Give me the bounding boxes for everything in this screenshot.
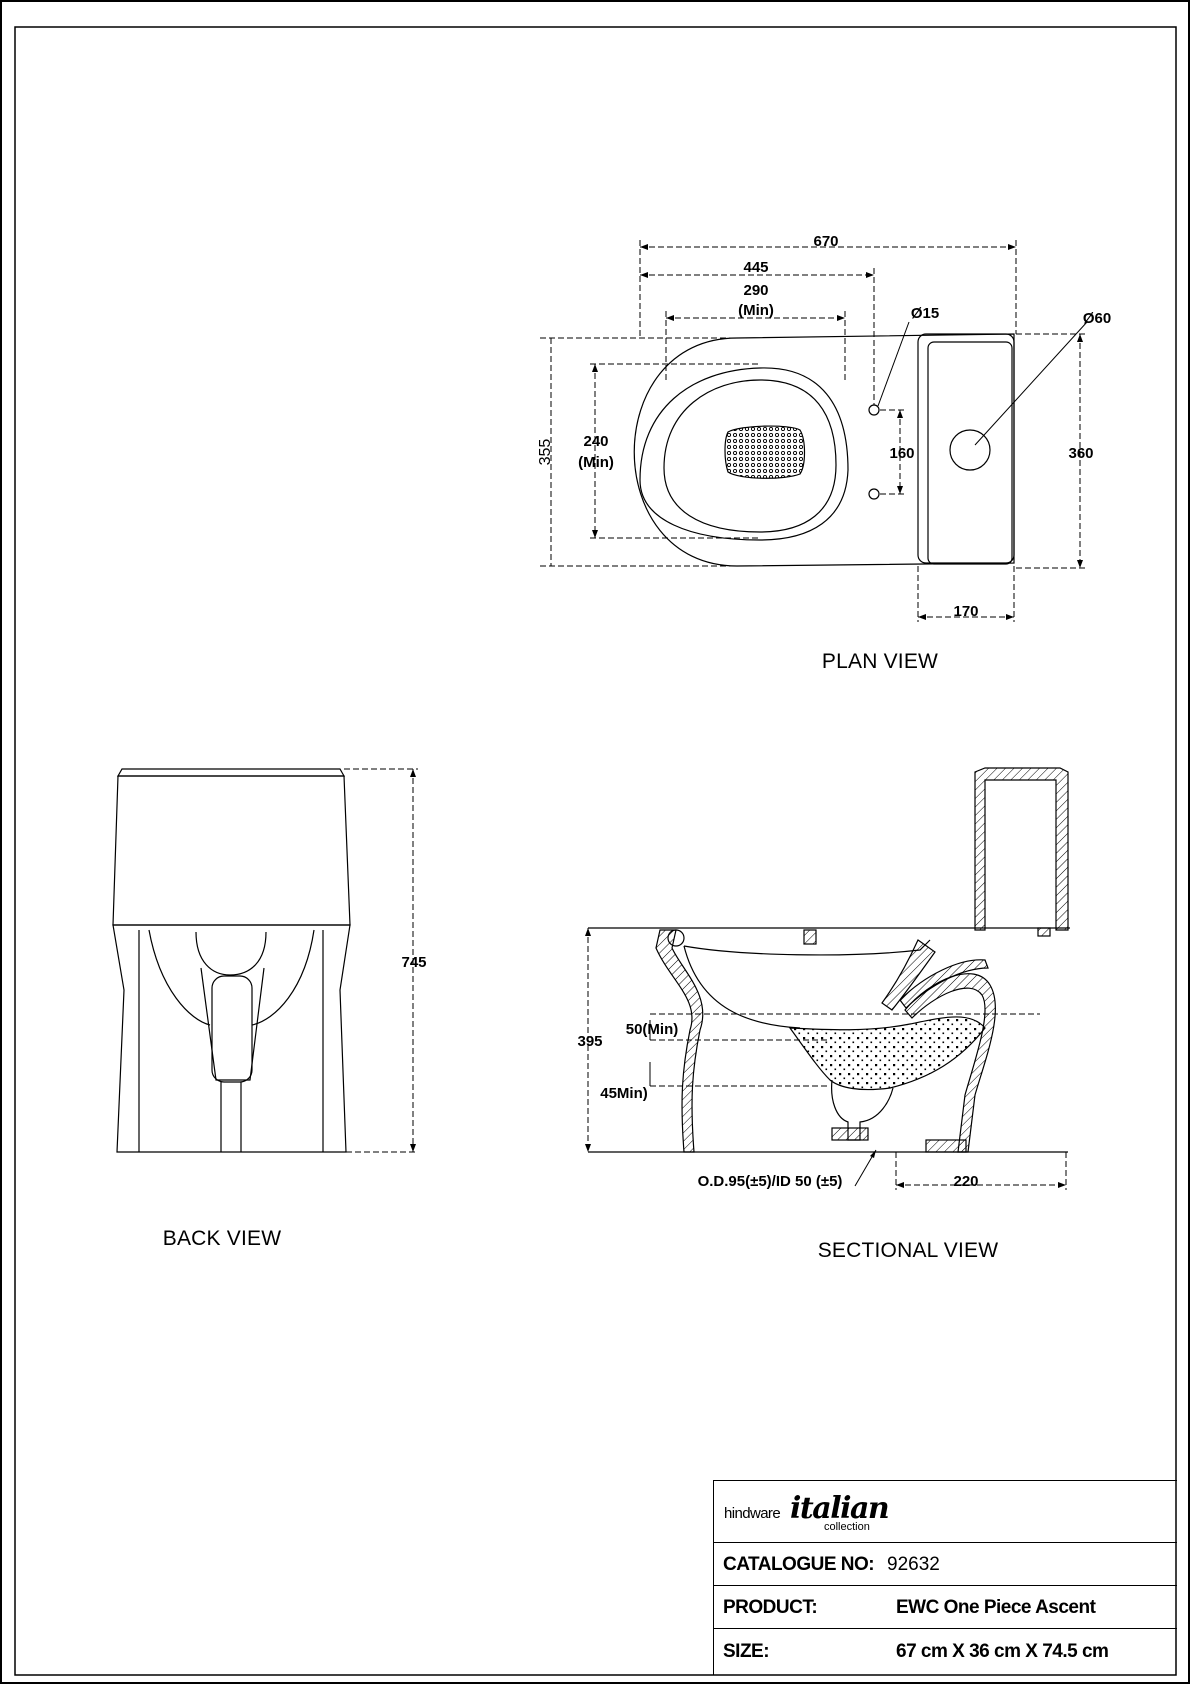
dim-240-min: (Min) (578, 454, 614, 471)
catalogue-value: 92632 (887, 1554, 940, 1575)
sect-front-wall (655, 929, 704, 1153)
plan-tank (917, 333, 1015, 564)
plan-view (633, 333, 1015, 567)
sect-bolt-2 (1037, 927, 1051, 937)
dim-170: 170 (953, 603, 978, 620)
dim-240: 240 (583, 433, 608, 450)
product-label: PRODUCT: (723, 1597, 818, 1618)
dim-290-min: (Min) (738, 302, 774, 319)
sect-arrowheads (585, 928, 1066, 1188)
sect-bowl-curve (683, 945, 801, 1029)
brand-logo-script: italian (790, 1491, 890, 1526)
dim-dia-15: Ø15 (911, 305, 939, 322)
dim-745: 745 (401, 954, 426, 971)
dim-360: 360 (1068, 445, 1093, 462)
back-body (112, 924, 351, 1153)
sect-water-seal (788, 1016, 986, 1091)
dim-50-min: 50(Min) (626, 1021, 679, 1038)
size-value: 67 cm X 36 cm X 74.5 cm (896, 1641, 1109, 1662)
plan-tank-inner (927, 341, 1013, 565)
plan-arrowheads (592, 244, 1083, 620)
sectional-view (588, 767, 1070, 1153)
dim-45-min: 45Min) (600, 1085, 648, 1102)
brand-logo-text: hindware (724, 1505, 781, 1522)
back-tank-lid (116, 768, 346, 777)
size-label: SIZE: (723, 1641, 770, 1662)
title-block-product-row: PRODUCT: EWC One Piece Ascent (714, 1586, 1177, 1629)
sect-outlet-flange (831, 1127, 869, 1141)
sect-tank-wall (974, 767, 1069, 931)
dim-445: 445 (743, 259, 768, 276)
dim-290: 290 (743, 282, 768, 299)
back-trap-top (195, 931, 267, 976)
plan-leaders (877, 321, 1088, 446)
back-arrowheads (410, 769, 416, 1152)
back-curve-left (148, 929, 211, 1026)
title-block-brand-row: hindware italian collection (714, 1481, 1177, 1543)
plan-body-outline (633, 333, 1015, 567)
back-dimensions (344, 768, 418, 1153)
sect-trap-upper (899, 959, 989, 1009)
back-curve-right (251, 929, 315, 1026)
plan-dimensions (540, 240, 1085, 622)
dim-355: 355 (537, 439, 554, 466)
sect-jet-channel (881, 939, 936, 1011)
title-block: hindware italian collection CATALOGUE NO… (713, 1480, 1177, 1675)
back-outlet (211, 975, 253, 1083)
product-value: EWC One Piece Ascent (896, 1597, 1096, 1618)
dim-395: 395 (577, 1033, 602, 1050)
dim-670: 670 (813, 233, 838, 250)
dim-220: 220 (953, 1173, 978, 1190)
inner-frame (14, 26, 1177, 1676)
plan-bowl-rim (639, 367, 849, 541)
back-view-title: BACK VIEW (163, 1227, 282, 1250)
sect-bolt-1 (803, 929, 817, 945)
dim-outlet-od: O.D.95(±5)/ID 50 (±5) (698, 1173, 843, 1190)
sectional-view-title: SECTIONAL VIEW (818, 1239, 999, 1262)
plan-bowl-inner (663, 379, 837, 533)
plan-drain-mesh (724, 425, 806, 479)
plan-bolt-hole-1 (868, 404, 880, 416)
back-tank (112, 775, 351, 926)
dim-dia-60: Ø60 (1083, 310, 1111, 327)
back-trap-body (200, 967, 265, 1081)
sect-dimensions (587, 928, 1067, 1190)
dim-160: 160 (889, 445, 914, 462)
plan-flush-hole (949, 429, 991, 471)
back-view (112, 768, 351, 1153)
sect-bowl-top (683, 939, 931, 956)
title-block-catalogue-row: CATALOGUE NO: 92632 (714, 1543, 1177, 1586)
catalogue-label: CATALOGUE NO: (723, 1554, 875, 1575)
plan-view-title: PLAN VIEW (822, 650, 938, 673)
plan-bolt-hole-2 (868, 488, 880, 500)
title-block-size-row: SIZE: 67 cm X 36 cm X 74.5 cm (714, 1629, 1177, 1675)
brand-logo-sub: collection (824, 1521, 870, 1533)
sect-base-foot (925, 1139, 967, 1153)
sect-rim-channel (667, 929, 685, 947)
